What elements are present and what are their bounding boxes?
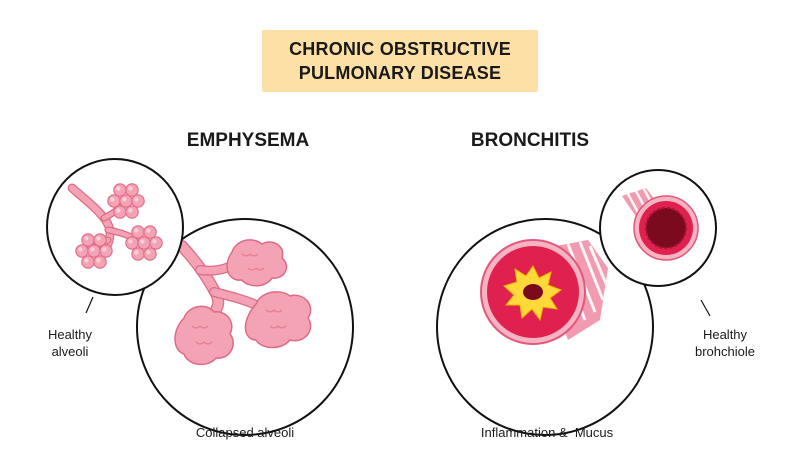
- bronchitis-diagram: [436, 169, 717, 436]
- healthy-alveoli-pointer: [85, 296, 94, 314]
- healthy-alveoli-label-line2: alveoli: [51, 344, 89, 359]
- healthy-bronchiole-label-line1: Healthy: [702, 327, 748, 342]
- healthy-alveoli-label: Healthy alveoli: [30, 326, 110, 360]
- healthy-bronchiole: [622, 188, 699, 261]
- healthy-alveoli-circle: [46, 158, 184, 296]
- collapsed-alveoli-group: [174, 239, 312, 366]
- healthy-alveoli-label-line1: Healthy: [47, 327, 93, 342]
- title-banner: CHRONIC OBSTRUCTIVE PULMONARY DISEASE: [262, 30, 538, 92]
- healthy-bronchiole-label-line2: brohchiole: [695, 344, 755, 359]
- emphysema-diagram: [46, 158, 354, 436]
- inflamed-airway: [480, 239, 609, 345]
- title-line-2: PULMONARY DISEASE: [298, 63, 502, 83]
- collapsed-alveoli-label: Collapsed alveoli: [195, 425, 295, 440]
- bronchitis-heading: BRONCHITIS: [470, 130, 590, 151]
- title-line-1: CHRONIC OBSTRUCTIVE: [289, 39, 511, 59]
- inflammation-mucus-label: Inflammation & Mucus: [480, 425, 614, 440]
- healthy-alveoli-cluster: [67, 183, 163, 269]
- emphysema-heading: EMPHYSEMA: [186, 130, 310, 151]
- healthy-bronchiole-pointer: [700, 299, 711, 317]
- healthy-bronchiole-label: Healthy brohchiole: [680, 326, 770, 360]
